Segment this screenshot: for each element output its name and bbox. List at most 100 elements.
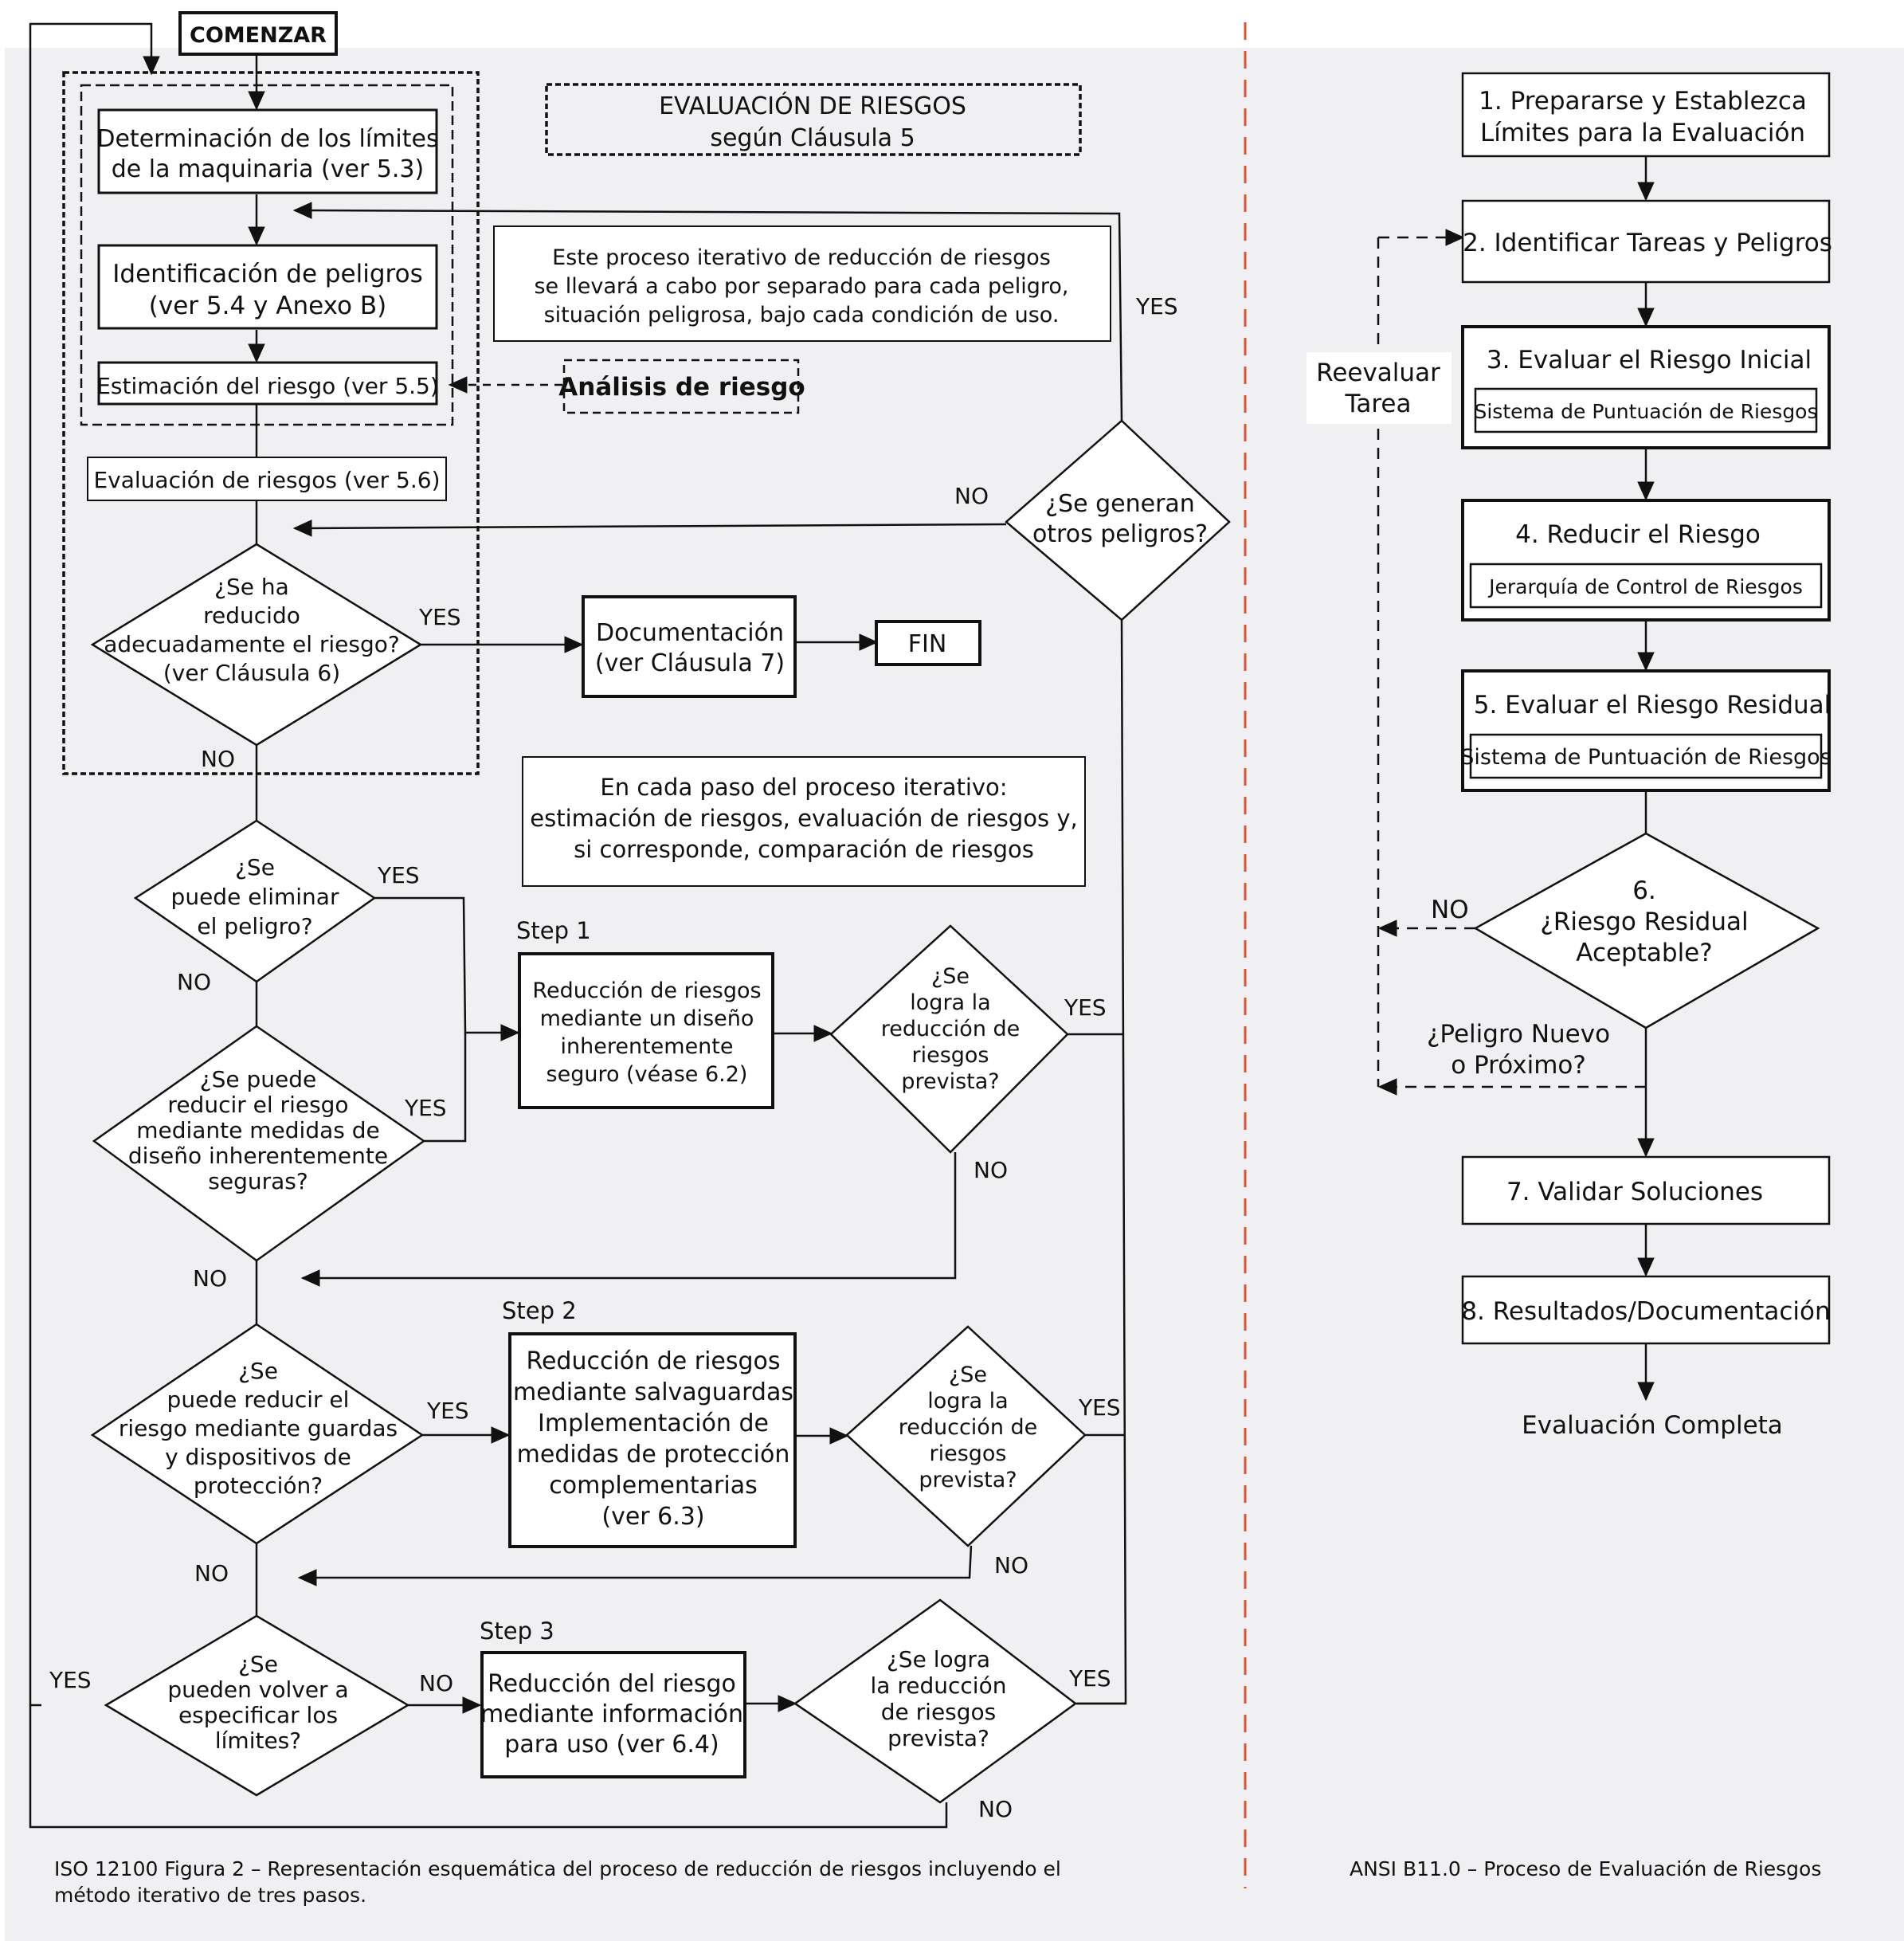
step1-box — [518, 952, 774, 1109]
q-reduced-text-line: ¿Se ha — [214, 574, 289, 600]
q-eliminate-text-line: ¿Se — [235, 854, 275, 880]
left-caption-line: método iterativo de tres pasos. — [54, 1884, 366, 1907]
step-2-text: 2. Identificar Tareas y Peligros — [1463, 229, 1832, 257]
step3-text-line: mediante información — [480, 1700, 743, 1728]
q-guards-text-line: riesgo mediante guardas — [119, 1415, 398, 1441]
q-achieved2-text-line: prevista? — [919, 1468, 1017, 1492]
other-hazards-no-label: NO — [954, 483, 989, 509]
step-5-text-line: 5. Evaluar el Riesgo Residual — [1474, 691, 1832, 720]
hazard-id-text-line: (ver 5.4 y Anexo B) — [149, 292, 386, 320]
step-3-sub-box — [1474, 387, 1818, 433]
q-guards-yes-label: YES — [426, 1398, 469, 1424]
q-respecify-no-label: NO — [419, 1670, 453, 1696]
step-5-text: 5. Evaluar el Riesgo Residual — [1474, 691, 1832, 720]
arrow-other-hazards-no — [292, 520, 1007, 537]
q-achieved3-no-label: NO — [978, 1796, 1013, 1822]
step-4-sub-box — [1469, 563, 1823, 609]
step-7-text-line: 7. Validar Soluciones — [1506, 1178, 1763, 1206]
title-text-line: EVALUACIÓN DE RIESGOS — [659, 91, 966, 120]
q-guards-diamond — [90, 1323, 425, 1545]
q-achieved3-yes-label: YES — [1068, 1665, 1111, 1692]
q-achieved3-text-line: ¿Se logra — [887, 1646, 990, 1672]
right-caption: ANSI B11.0 – Proceso de Evaluación de Ri… — [1350, 1857, 1821, 1880]
reevaluate-text-line: Reevaluar — [1316, 359, 1440, 387]
q-eliminate-diamond — [133, 819, 377, 983]
step1-label: Step 1 — [516, 917, 591, 944]
step-3-sub-text: Sistema de Puntuación de Riesgos — [1474, 400, 1817, 423]
step-3-text: 3. Evaluar el Riesgo Inicial — [1487, 346, 1812, 374]
step1-text-line: seguro (véase 6.2) — [547, 1062, 748, 1087]
step1-text-line: inherentemente — [561, 1034, 734, 1059]
evaluation-text-line: Evaluación de riesgos (ver 5.6) — [93, 467, 440, 493]
each-step-note-box — [522, 756, 1086, 887]
start-label: COMENZAR — [190, 23, 327, 48]
documentation-box — [582, 595, 797, 698]
each-step-note-text-line: si corresponde, comparación de riesgos — [574, 836, 1034, 863]
q-guards-text-line: y dispositivos de — [165, 1444, 351, 1470]
left-caption: ISO 12100 Figura 2 – Representación esqu… — [54, 1857, 1061, 1907]
title-text-line: según Cláusula 5 — [710, 124, 915, 152]
q-achieved3-text-line: de riesgos — [881, 1699, 997, 1725]
title-text: EVALUACIÓN DE RIESGOS según Cláusula 5 — [659, 91, 966, 152]
respecify-loop-line — [29, 22, 160, 1707]
q-eliminate-text-line: el peligro? — [197, 913, 312, 939]
step-5-sub-box — [1469, 733, 1823, 779]
documentation-text-line: Documentación — [596, 619, 784, 647]
iterative-note-text-line: Este proceso iterativo de reducción de r… — [552, 245, 1051, 270]
q-inherent-text-line: reducir el riesgo — [167, 1092, 348, 1118]
q-inherent-text-line: seguras? — [208, 1168, 308, 1194]
step-6-diamond — [1473, 832, 1820, 1029]
step2-box — [508, 1332, 797, 1548]
q-guards-text-line: protección? — [194, 1472, 323, 1499]
q-other-hazards-diamond — [1005, 419, 1231, 622]
end-text: FIN — [908, 630, 947, 658]
each-step-note-text: En cada paso del proceso iterativo:estim… — [530, 774, 1077, 863]
other-hazards-yes-label: YES — [1135, 293, 1178, 320]
step-4-sub-text-line: Jerarquía de Control de Riesgos — [1487, 575, 1803, 598]
step2-text-line: (ver 6.3) — [601, 1503, 704, 1531]
q-inherent-text-line: diseño inherentemente — [128, 1143, 388, 1169]
step-3-text-line: 3. Evaluar el Riesgo Inicial — [1487, 346, 1812, 374]
q-guards-no-label: NO — [194, 1560, 229, 1586]
q-reduced-text-line: reducido — [203, 602, 300, 629]
left-caption-line: ISO 12100 Figura 2 – Representación esqu… — [54, 1857, 1061, 1880]
step-6-text-line: Aceptable? — [1576, 939, 1712, 967]
title-frame — [545, 83, 1082, 156]
risk-assessment-frame — [62, 71, 480, 775]
q-inherent-diamond — [92, 1025, 426, 1262]
step-4-sub-text: Jerarquía de Control de Riesgos — [1487, 575, 1803, 598]
step-3-sub-text-line: Sistema de Puntuación de Riesgos — [1474, 400, 1817, 423]
risk-analysis-frame — [80, 84, 454, 426]
iterative-note-text-line: situación peligrosa, bajo cada condición… — [544, 303, 1060, 327]
q-other-hazards-text-line: otros peligros? — [1032, 520, 1208, 548]
q-respecify-text-line: pueden volver a — [167, 1676, 348, 1703]
right-caption-line: ANSI B11.0 – Proceso de Evaluación de Ri… — [1350, 1857, 1821, 1880]
q-inherent-text-line: mediante medidas de — [136, 1117, 380, 1143]
q-achieved3-text-line: la reducción — [871, 1672, 1007, 1699]
end-box — [875, 620, 981, 666]
step-1-box — [1461, 72, 1831, 158]
limits-text-line: de la maquinaria (ver 5.3) — [112, 155, 424, 183]
step-5-sub-text: Sistema de Puntuación de Riesgos — [1460, 745, 1832, 770]
q-achieved2-text-line: reducción de — [899, 1415, 1038, 1440]
q-eliminate-text-line: puede eliminar — [171, 884, 339, 910]
q-eliminate-yes-label: YES — [377, 862, 420, 888]
step-6-no-label: NO — [1431, 896, 1469, 924]
estimation-text: Estimación del riesgo (ver 5.5) — [96, 373, 439, 399]
hazard-id-text: Identificación de peligros(ver 5.4 y Ane… — [112, 260, 422, 320]
arrow-inherent-yes — [424, 1033, 467, 1143]
step-1-text-line: 1. Prepararse y Establezca — [1479, 87, 1807, 116]
